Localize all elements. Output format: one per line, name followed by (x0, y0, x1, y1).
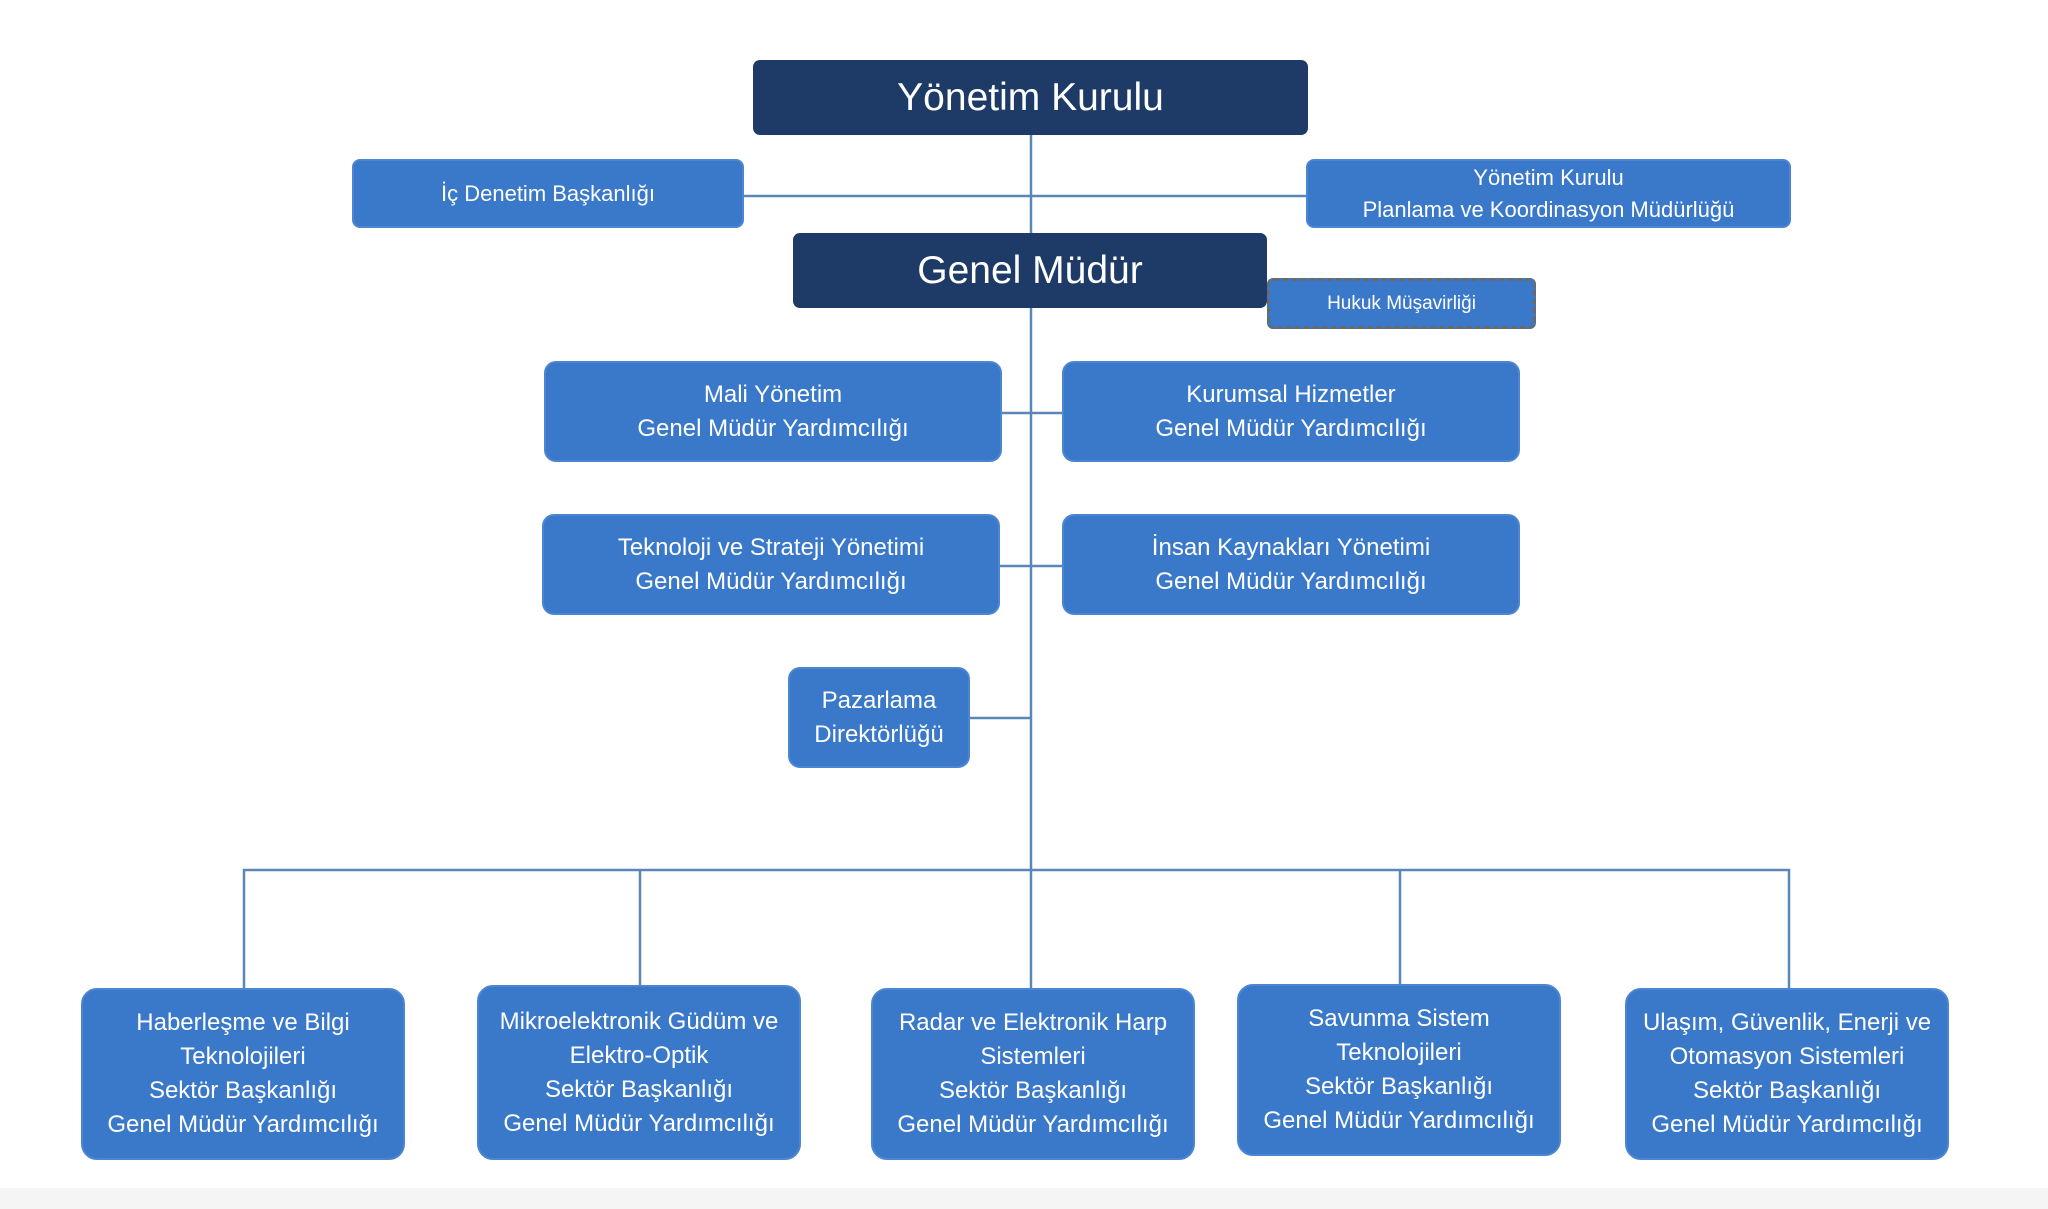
legal-counsel-label: Hukuk Müşavirliği (1327, 292, 1476, 314)
sector-1-line-4: Genel Müdür Yardımcılığı (107, 1111, 379, 1138)
sector-4-line-1: Savunma Sistem (1308, 1005, 1490, 1032)
technology-strategy-line-1: Teknoloji ve Strateji Yönetimi (617, 533, 925, 561)
bottom-strip (0, 1188, 2048, 1209)
board-planning-box: Yönetim Kurulu Planlama ve Koordinasyon … (1306, 159, 1791, 228)
sector-box-3: Radar ve Elektronik Harp Sistemleri Sekt… (871, 988, 1195, 1160)
sector-1-line-3: Sektör Başkanlığı (148, 1077, 338, 1104)
sector-3-line-2: Sistemleri (980, 1043, 1086, 1070)
sector-3-line-1: Radar ve Elektronik Harp (898, 1009, 1168, 1036)
sector-3-line-4: Genel Müdür Yardımcılığı (897, 1111, 1169, 1138)
marketing-line-1: Pazarlama (821, 686, 937, 714)
sector-5-line-1: Ulaşım, Güvenlik, Enerji ve (1642, 1009, 1932, 1036)
connector-sector-bar (242, 868, 1791, 988)
sector-box-2: Mikroelektronik Güdüm ve Elektro-Optik S… (477, 985, 801, 1160)
sector-box-4: Savunma Sistem Teknolojileri Sektör Başk… (1237, 984, 1561, 1156)
sector-4-line-4: Genel Müdür Yardımcılığı (1263, 1107, 1535, 1134)
legal-counsel-box: Hukuk Müşavirliği (1267, 278, 1536, 329)
sector-1-line-1: Haberleşme ve Bilgi (136, 1009, 350, 1036)
human-resources-line-1: İnsan Kaynakları Yönetimi (1151, 533, 1431, 561)
sector-2-line-4: Genel Müdür Yardımcılığı (503, 1109, 775, 1137)
sector-5-line-3: Sektör Başkanlığı (1692, 1077, 1882, 1104)
general-manager-box: Genel Müdür (793, 233, 1267, 308)
board-planning-line-1: Yönetim Kurulu (1473, 164, 1624, 190)
internal-audit-label: İç Denetim Başkanlığı (441, 180, 655, 206)
sector-2-line-3: Sektör Başkanlığı (544, 1075, 734, 1103)
sector-5-line-4: Genel Müdür Yardımcılığı (1651, 1111, 1923, 1138)
sector-3-line-3: Sektör Başkanlığı (938, 1077, 1128, 1104)
finance-line-2: Genel Müdür Yardımcılığı (637, 414, 909, 442)
human-resources-line-2: Genel Müdür Yardımcılığı (1155, 567, 1427, 595)
marketing-box: Pazarlama Direktörlüğü (788, 667, 970, 768)
finance-box: Mali Yönetim Genel Müdür Yardımcılığı (544, 361, 1002, 462)
corporate-services-box: Kurumsal Hizmetler Genel Müdür Yardımcıl… (1062, 361, 1520, 462)
general-manager-label: Genel Müdür (917, 248, 1143, 292)
sector-box-1: Haberleşme ve Bilgi Teknolojileri Sektör… (81, 988, 405, 1160)
sector-2-line-2: Elektro-Optik (569, 1041, 709, 1069)
board-label: Yönetim Kurulu (897, 75, 1164, 119)
corporate-services-line-2: Genel Müdür Yardımcılığı (1155, 414, 1427, 442)
sector-box-5: Ulaşım, Güvenlik, Enerji ve Otomasyon Si… (1625, 988, 1949, 1160)
human-resources-box: İnsan Kaynakları Yönetimi Genel Müdür Ya… (1062, 514, 1520, 615)
corporate-services-line-1: Kurumsal Hizmetler (1186, 380, 1396, 408)
technology-strategy-line-2: Genel Müdür Yardımcılığı (635, 567, 907, 595)
sector-1-line-2: Teknolojileri (180, 1043, 306, 1070)
internal-audit-box: İç Denetim Başkanlığı (352, 159, 744, 228)
sector-4-line-2: Teknolojileri (1336, 1039, 1462, 1066)
sector-2-line-1: Mikroelektronik Güdüm ve (499, 1007, 779, 1035)
sector-4-line-3: Sektör Başkanlığı (1304, 1073, 1494, 1100)
technology-strategy-box: Teknoloji ve Strateji Yönetimi Genel Müd… (542, 514, 1000, 615)
board-planning-line-2: Planlama ve Koordinasyon Müdürlüğü (1362, 196, 1735, 222)
board-box: Yönetim Kurulu (753, 60, 1308, 135)
finance-line-1: Mali Yönetim (703, 380, 843, 408)
marketing-line-2: Direktörlüğü (814, 720, 944, 748)
sector-5-line-2: Otomasyon Sistemleri (1669, 1043, 1905, 1070)
